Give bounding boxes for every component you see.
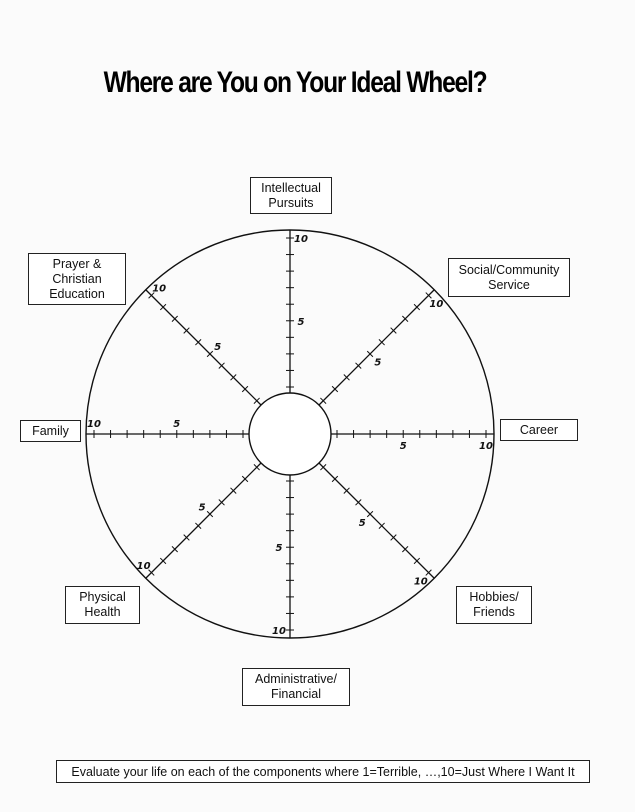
scale-label-social-mid: 5	[374, 358, 381, 369]
tick-prayer-9	[159, 303, 167, 311]
scale-label-physical-mid: 5	[199, 502, 206, 513]
tick-physical-7	[183, 534, 190, 541]
tick-physical-8	[171, 545, 179, 553]
tick-hobbies-2	[331, 475, 339, 483]
tick-prayer-10	[148, 292, 155, 299]
tick-physical-2	[241, 475, 249, 483]
tick-social-1	[320, 397, 327, 404]
tick-hobbies-4	[355, 499, 362, 506]
label-physical-health: Physical Health	[65, 586, 140, 624]
scale-label-intellectual-max: 10	[294, 234, 308, 245]
tick-social-6	[378, 339, 385, 346]
scale-label-prayer-max: 10	[152, 284, 166, 295]
scale-label-administrative-mid: 5	[276, 543, 283, 554]
page-title: Where are You on Your Ideal Wheel?	[103, 66, 488, 99]
label-intellectual-pursuits: Intellectual Pursuits	[250, 177, 332, 214]
scale-label-family-max: 10	[87, 419, 101, 430]
spoke-physical	[145, 462, 262, 579]
tick-hobbies-7	[390, 534, 397, 541]
tick-physical-6	[195, 522, 202, 529]
tick-hobbies-9	[413, 557, 421, 565]
tick-social-9	[413, 303, 421, 311]
spoke-hobbies	[318, 462, 435, 579]
tick-social-7	[390, 327, 397, 334]
tick-prayer-8	[171, 315, 179, 323]
tick-hobbies-8	[401, 545, 409, 553]
label-prayer-christian-education: Prayer & Christian Education	[28, 253, 126, 305]
tick-hobbies-6	[378, 522, 385, 529]
scale-label-career-max: 10	[479, 441, 493, 452]
tick-hobbies-3	[343, 487, 350, 494]
label-family: Family	[20, 420, 81, 442]
tick-physical-9	[159, 557, 167, 565]
tick-prayer-3	[230, 374, 237, 381]
scale-label-hobbies-max: 10	[414, 576, 428, 587]
tick-hobbies-1	[320, 464, 327, 471]
tick-hobbies-5	[366, 510, 374, 518]
scale-label-career-mid: 5	[400, 441, 407, 452]
tick-prayer-6	[195, 339, 202, 346]
tick-prayer-4	[218, 362, 225, 369]
hub-circle	[248, 392, 332, 476]
tick-prayer-5	[206, 350, 214, 358]
instructions-footer: Evaluate your life on each of the compon…	[56, 760, 590, 783]
tick-social-5	[366, 350, 374, 358]
tick-social-2	[331, 385, 339, 393]
label-hobbies-friends: Hobbies/ Friends	[456, 586, 532, 624]
spoke-prayer	[145, 289, 262, 406]
tick-physical-1	[253, 464, 260, 471]
scale-label-physical-max: 10	[137, 561, 151, 572]
tick-hobbies-10	[425, 569, 432, 576]
scale-label-prayer-mid: 5	[214, 342, 221, 353]
tick-prayer-7	[183, 327, 190, 334]
tick-social-8	[401, 315, 409, 323]
scale-label-administrative-max: 10	[272, 626, 286, 637]
tick-physical-10	[148, 569, 155, 576]
scale-label-family-mid: 5	[173, 419, 180, 430]
spokes-layer: 5 10 5 10 5 10 5 10 5 10 5 10 5 10 5 10	[86, 230, 494, 638]
tick-social-4	[355, 362, 362, 369]
label-career: Career	[500, 419, 578, 441]
tick-social-3	[343, 374, 350, 381]
scale-label-social-max: 10	[429, 299, 443, 310]
tick-physical-5	[206, 510, 214, 518]
scale-label-intellectual-mid: 5	[298, 317, 305, 328]
scale-label-hobbies-mid: 5	[359, 518, 366, 529]
label-social-community-service: Social/Community Service	[448, 258, 570, 297]
tick-prayer-2	[241, 385, 249, 393]
spoke-social	[318, 289, 435, 406]
tick-prayer-1	[253, 397, 260, 404]
tick-physical-4	[218, 499, 225, 506]
tick-social-10	[425, 292, 432, 299]
label-administrative-financial: Administrative/ Financial	[242, 668, 350, 706]
tick-physical-3	[230, 487, 237, 494]
